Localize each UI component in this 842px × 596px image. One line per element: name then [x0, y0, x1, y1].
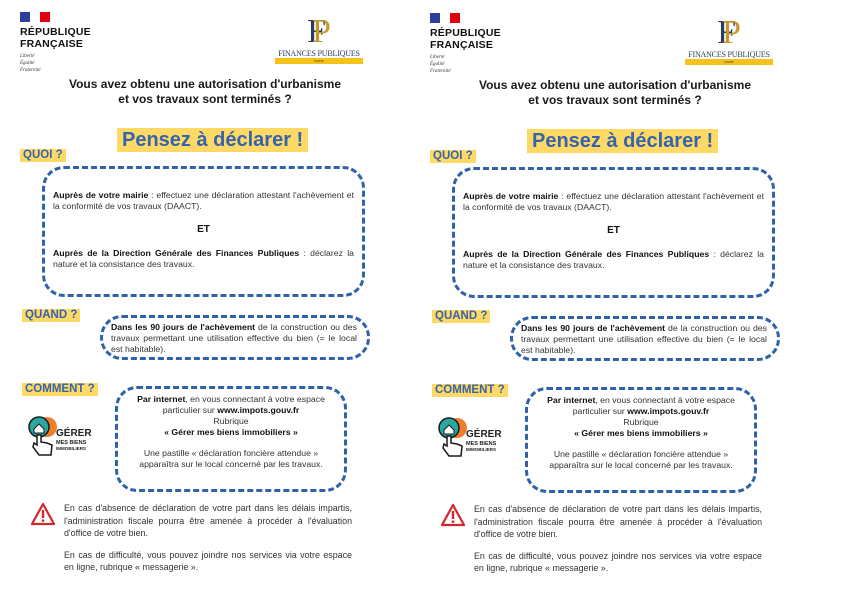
- mairie-desc: : effectuez une déclaration attestant l'…: [463, 191, 764, 212]
- headline: Pensez à déclarer !: [117, 128, 309, 152]
- quand-desc: de la construction ou des travaux permet…: [111, 322, 357, 354]
- pastille-text: Une pastille « déclaration foncière atte…: [549, 449, 733, 470]
- house-hand-icon: [438, 417, 467, 457]
- warning-icon: [30, 502, 56, 526]
- mairie-bold: Auprès de votre mairie: [463, 191, 559, 201]
- house-hand-icon: [28, 416, 57, 456]
- warning-text: En cas d'absence de déclaration de votre…: [474, 504, 762, 539]
- motto-line: Fraternité: [430, 69, 451, 74]
- quoi-box: Auprès de votre mairie : effectuez une d…: [42, 166, 365, 297]
- logo-text: IMMOBILIERS: [466, 447, 496, 452]
- rubrique: Rubrique: [213, 416, 249, 426]
- pastille-text: Une pastille « déclaration foncière atte…: [139, 448, 323, 469]
- dgfip-bold: Auprès de la Direction Générale des Fina…: [53, 248, 300, 258]
- fp-name: FINANCES PUBLIQUES: [688, 50, 770, 59]
- internet-text: Par internet, en vous connectant à votre…: [126, 394, 336, 416]
- motto-line: Égalité: [430, 62, 445, 67]
- mairie-bold: Auprès de votre mairie: [53, 190, 149, 200]
- quoi-label: QUOI ?: [430, 150, 476, 163]
- internet-bold: Par internet: [137, 394, 186, 404]
- internet-bold: Par internet: [547, 395, 596, 405]
- logo-text: IMMOBILIERS: [56, 446, 86, 451]
- quand-bold: Dans les 90 jours de l'achèvement: [111, 322, 256, 332]
- comment-label: COMMENT ?: [432, 384, 508, 397]
- rubrique-name: « Gérer mes biens immobiliers »: [164, 427, 298, 437]
- fp-name: FINANCES PUBLIQUES: [278, 49, 360, 58]
- rf-line2: FRANÇAISE: [430, 39, 494, 51]
- rubrique: Rubrique: [623, 417, 659, 427]
- headline: Pensez à déclarer !: [527, 129, 719, 153]
- title-line: et vos travaux sont terminés ?: [118, 92, 292, 106]
- quoi-box: Auprès de votre mairie : effectuez une d…: [452, 167, 775, 298]
- dgfip-text: Auprès de la Direction Générale des Fina…: [53, 248, 354, 270]
- notes: En cas d'absence de déclaration de votre…: [64, 502, 352, 583]
- page-title: Vous avez obtenu une autorisation d'urba…: [450, 78, 780, 108]
- dgfip-text: Auprès de la Direction Générale des Fina…: [463, 249, 764, 271]
- finances-publiques-logo: FP FINANCES PUBLIQUES DGFIP: [275, 15, 363, 64]
- internet-desc: , en vous connectant à votre espace part…: [162, 394, 325, 415]
- motto-line: Liberté: [20, 54, 35, 59]
- motto: Liberté Égalité Fraternité: [430, 54, 451, 75]
- rf-line2: FRANÇAISE: [20, 38, 84, 50]
- warning-text: En cas d'absence de déclaration de votre…: [64, 503, 352, 538]
- quand-box: Dans les 90 jours de l'achèvement de la …: [100, 315, 370, 360]
- dgfip-bold: Auprès de la Direction Générale des Fina…: [463, 249, 710, 259]
- rf-line1: RÉPUBLIQUE: [430, 27, 501, 39]
- fp-monogram-icon: FP: [717, 14, 741, 51]
- fp-subtitle: DGFIP: [685, 59, 773, 65]
- logo-text: MES BIENS: [56, 440, 87, 446]
- warning-icon: [440, 503, 466, 527]
- et-separator: ET: [197, 224, 210, 235]
- republique-francaise-logo: RÉPUBLIQUE FRANÇAISE: [20, 26, 91, 50]
- quand-box: Dans les 90 jours de l'achèvement de la …: [510, 316, 780, 361]
- comment-box: Par internet, en vous connectant à votre…: [115, 386, 347, 492]
- fp-monogram-icon: FP: [307, 13, 331, 50]
- logo-text: GÉRER: [56, 428, 92, 439]
- internet-desc: , en vous connectant à votre espace part…: [572, 395, 735, 416]
- french-flag-logo: [20, 12, 50, 22]
- rubrique-name: « Gérer mes biens immobiliers »: [574, 428, 708, 438]
- gerer-mes-biens-logo: GÉRER MES BIENS IMMOBILIERS: [437, 416, 507, 464]
- gerer-mes-biens-logo: GÉRER MES BIENS IMMOBILIERS: [27, 415, 97, 463]
- title-line: Vous avez obtenu une autorisation d'urba…: [68, 77, 341, 91]
- quand-desc: de la construction ou des travaux permet…: [521, 323, 767, 355]
- dgfip-desc: : déclarez la nature et la consistance d…: [463, 249, 764, 270]
- republique-francaise-logo: RÉPUBLIQUE FRANÇAISE: [430, 27, 501, 51]
- notes: En cas d'absence de déclaration de votre…: [474, 503, 762, 584]
- page-title: Vous avez obtenu une autorisation d'urba…: [40, 77, 370, 107]
- fp-subtitle: DGFIP: [275, 58, 363, 64]
- title-line: Vous avez obtenu une autorisation d'urba…: [478, 78, 751, 92]
- quand-label: QUAND ?: [432, 310, 491, 323]
- logo-text: GÉRER: [466, 429, 502, 440]
- flyer-left: RÉPUBLIQUE FRANÇAISE Liberté Égalité Fra…: [0, 0, 420, 595]
- flyer-right: RÉPUBLIQUE FRANÇAISE Liberté Égalité Fra…: [410, 1, 830, 596]
- comment-box: Par internet, en vous connectant à votre…: [525, 387, 757, 493]
- logo-text: MES BIENS: [466, 441, 497, 447]
- mairie-text: Auprès de votre mairie : effectuez une d…: [53, 190, 354, 212]
- quoi-label: QUOI ?: [20, 149, 66, 162]
- title-line: et vos travaux sont terminés ?: [528, 93, 702, 107]
- motto-line: Liberté: [430, 55, 445, 60]
- mairie-desc: : effectuez une déclaration attestant l'…: [53, 190, 354, 211]
- impots-url-link[interactable]: www.impots.gouv.fr: [217, 405, 300, 415]
- rf-line1: RÉPUBLIQUE: [20, 26, 91, 38]
- motto-line: Fraternité: [20, 68, 41, 73]
- dgfip-desc: : déclarez la nature et la consistance d…: [53, 248, 354, 269]
- mairie-text: Auprès de votre mairie : effectuez une d…: [463, 191, 764, 213]
- comment-label: COMMENT ?: [22, 383, 98, 396]
- help-text: En cas de difficulté, vous pouvez joindr…: [474, 550, 762, 574]
- quand-bold: Dans les 90 jours de l'achèvement: [521, 323, 666, 333]
- internet-text: Par internet, en vous connectant à votre…: [536, 395, 746, 417]
- impots-url-link[interactable]: www.impots.gouv.fr: [627, 406, 710, 416]
- finances-publiques-logo: FP FINANCES PUBLIQUES DGFIP: [685, 16, 773, 65]
- motto: Liberté Égalité Fraternité: [20, 53, 41, 74]
- motto-line: Égalité: [20, 61, 35, 66]
- quand-label: QUAND ?: [22, 309, 81, 322]
- french-flag-logo: [430, 13, 460, 23]
- help-text: En cas de difficulté, vous pouvez joindr…: [64, 549, 352, 573]
- et-separator: ET: [607, 225, 620, 236]
